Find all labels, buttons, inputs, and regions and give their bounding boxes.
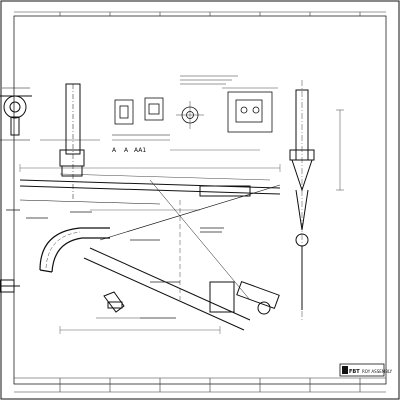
clamp-detail: [209, 280, 280, 315]
bracket-detail: [96, 291, 140, 319]
pipe-elbow: [39, 227, 110, 273]
note-line-1: A: [124, 147, 129, 154]
title-block-text: ROY ASSEMBLY: [362, 369, 393, 374]
bottom-zone-bar: [14, 377, 386, 393]
edge-partial-view: [0, 279, 20, 293]
horizontal-arm: [19, 173, 281, 205]
vertical-tube-view: [289, 80, 344, 320]
vertical-post-view: [40, 83, 100, 200]
plate-detail-view: [222, 87, 278, 133]
dimension-lines: [19, 149, 281, 334]
title-block-mark: FBT: [349, 369, 360, 375]
lug-detail-view: [0, 87, 32, 141]
note-line-2: AA1: [134, 147, 146, 154]
callout-marks: [6, 209, 224, 319]
section-detail-views: [112, 97, 170, 141]
general-notes: [180, 75, 238, 85]
section-a-label: A: [112, 147, 117, 154]
diagonal-strut: [83, 179, 281, 331]
top-zone-bar: [14, 11, 386, 16]
title-block: [339, 363, 385, 377]
fitting-detail-view: [176, 101, 204, 129]
inner-border: [13, 15, 387, 385]
